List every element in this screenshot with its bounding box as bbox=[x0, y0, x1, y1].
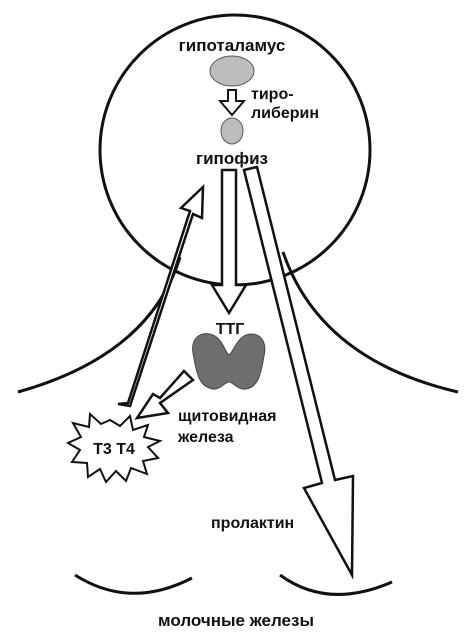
right-shoulder-curve bbox=[283, 252, 458, 392]
tsh-label: ТТГ bbox=[216, 321, 245, 338]
right-breast-curve bbox=[280, 575, 392, 594]
left-breast-curve bbox=[75, 575, 192, 593]
pituitary-shape bbox=[221, 118, 243, 144]
tsh-arrow bbox=[212, 170, 246, 313]
thyroliberin-label-line1: тиро- bbox=[251, 86, 294, 103]
thyroid-label-line2: железа bbox=[177, 429, 234, 446]
mammary-glands-label: молочные железы bbox=[158, 611, 314, 630]
thyroliberin-label-line2: либерин bbox=[251, 105, 319, 122]
thyroliberin-arrow bbox=[220, 90, 244, 115]
pituitary-label: гипофиз bbox=[196, 149, 268, 168]
hypothalamus-label: гипоталамус bbox=[179, 36, 286, 55]
thyroid-label-line1: щитовидная bbox=[178, 408, 276, 425]
hypothalamus-shape bbox=[210, 56, 254, 86]
thyroid-gland-shape bbox=[193, 334, 265, 390]
prolactin-label: пролактин bbox=[211, 515, 294, 532]
feedback-arrow bbox=[118, 187, 203, 406]
t3t4-label: Т3 Т4 bbox=[93, 441, 135, 458]
